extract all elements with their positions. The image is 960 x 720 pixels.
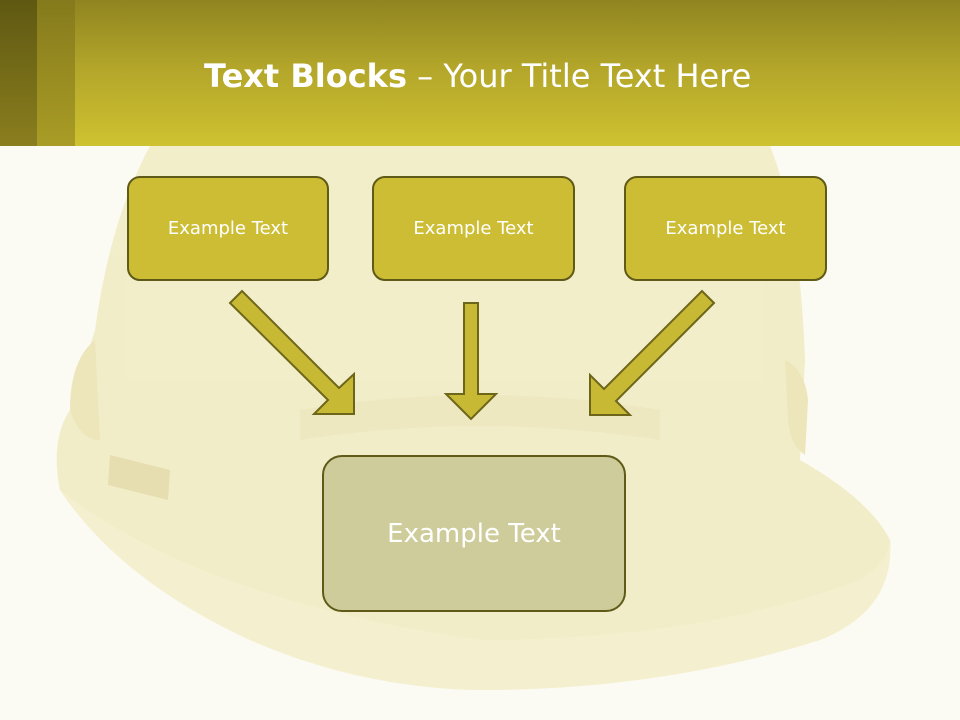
title-bar: Text Blocks – Your Title Text Here [0,0,960,146]
slide-title-rest: Your Title Text Here [443,57,752,95]
slide-title-dash: – [407,57,444,95]
text-block-top-left[interactable]: Example Text [127,176,329,281]
text-block-bottom[interactable]: Example Text [322,455,626,612]
text-block-top-right[interactable]: Example Text [624,176,827,281]
hard-hat-icon [56,146,891,690]
arrow-down-right-icon [228,289,355,415]
slide-title-bold: Text Blocks [204,57,407,95]
arrow-down-icon [443,302,499,421]
header-accent-bar [37,0,75,146]
header-accent-bar-dark [0,0,37,146]
text-block-top-center[interactable]: Example Text [372,176,575,281]
arrow-down-left-icon [589,289,716,416]
slide-title[interactable]: Text Blocks – Your Title Text Here [204,52,751,100]
